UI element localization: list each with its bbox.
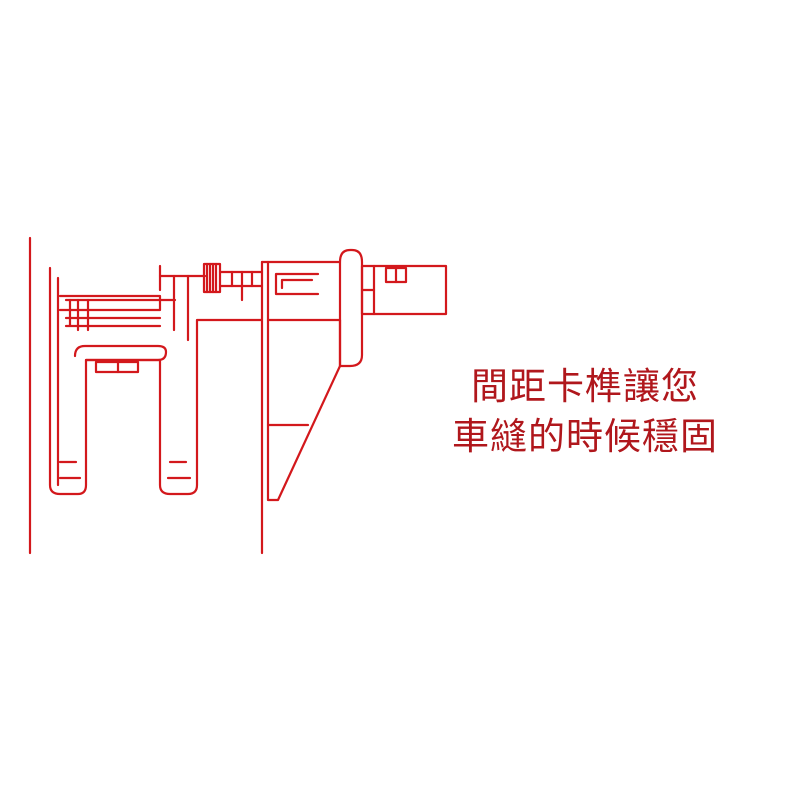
caption-line-1: 間距卡榫讓您	[471, 365, 699, 408]
screw-knob	[202, 262, 264, 302]
guide-plate	[260, 260, 342, 555]
guide-arm	[338, 248, 448, 368]
caption-line-2: 車縫的時候穩固	[452, 415, 718, 458]
caption-text-block: 間距卡榫讓您 車縫的時候穩固	[400, 362, 770, 462]
presser-foot-body	[48, 264, 264, 496]
